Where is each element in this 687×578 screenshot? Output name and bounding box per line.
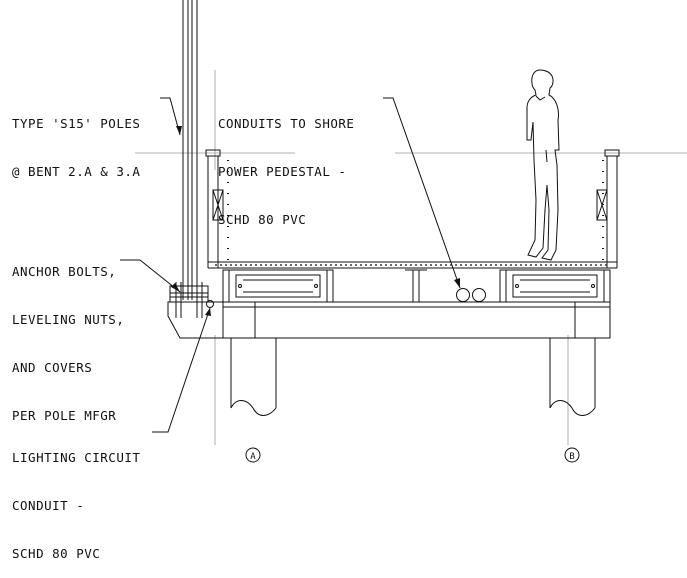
callout-conduits: CONDUITS TO SHORE POWER PEDESTAL - SCHD … <box>218 84 354 244</box>
callout-line: PER POLE MFGR <box>12 408 117 423</box>
grid-bubble-b: B <box>564 447 580 463</box>
callout-line: @ BENT 2.A & 3.A <box>12 164 141 179</box>
human-figure <box>526 69 560 261</box>
callout-line: CONDUITS TO SHORE <box>218 116 355 131</box>
arrowheads <box>171 126 460 316</box>
deck-slab <box>208 261 617 269</box>
grid-label-b: B <box>569 452 574 462</box>
callout-line: CONDUIT - <box>12 498 85 513</box>
right-rail-post <box>596 149 620 268</box>
pile-left <box>230 338 277 416</box>
callout-line: ANCHOR BOLTS, <box>12 264 117 279</box>
callout-anchor: ANCHOR BOLTS, LEVELING NUTS, AND COVERS … <box>12 232 124 440</box>
callout-line: AND COVERS <box>12 360 93 375</box>
stringer-right <box>499 269 611 303</box>
grid-label-a: A <box>250 452 256 462</box>
callout-poles: TYPE 'S15' POLES @ BENT 2.A & 3.A <box>12 84 140 196</box>
pile-cap <box>167 301 611 339</box>
stringer-left <box>222 269 334 303</box>
callout-line: SCHD 80 PVC <box>12 546 101 561</box>
callout-line: SCHD 80 PVC <box>218 212 307 227</box>
left-rail-post <box>205 149 224 268</box>
callout-line: LEVELING NUTS, <box>12 312 125 327</box>
section-drawing: A B <box>120 0 687 463</box>
drawing-canvas: A B TYPE 'S15' POLES @ BENT 2.A & 3.A CO… <box>12 0 687 561</box>
callout-line: TYPE 'S15' POLES <box>12 116 141 131</box>
leader-lines <box>120 97 461 433</box>
callout-lighting: LIGHTING CIRCUIT CONDUIT - SCHD 80 PVC <box>12 418 140 578</box>
callout-line: LIGHTING CIRCUIT <box>12 450 141 465</box>
reference-lines <box>135 70 687 445</box>
callout-line: POWER PEDESTAL - <box>218 164 347 179</box>
conduit-pipes <box>456 288 486 302</box>
stringer-center <box>405 269 427 303</box>
pile-right <box>549 338 596 416</box>
light-poles <box>182 0 198 300</box>
grid-bubble-a: A <box>245 447 261 463</box>
